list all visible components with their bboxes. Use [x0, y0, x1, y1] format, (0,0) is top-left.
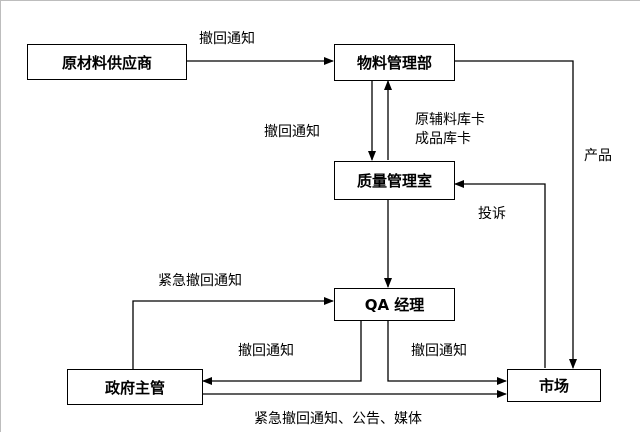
arrow-material-to-market: [455, 60, 577, 369]
node-government: 政府主管: [67, 369, 203, 405]
node-qa-manager: QA 经理: [334, 288, 455, 321]
label-product: 产品: [584, 148, 612, 164]
node-market: 市场: [507, 369, 601, 402]
label-gov-to-market: 紧急撤回通知、公告、媒体: [254, 411, 422, 427]
label-inventory-line2: 成品库卡: [415, 131, 471, 147]
label-inventory-line1: 原辅料库卡: [415, 112, 485, 128]
node-quality-room: 质量管理室: [334, 161, 455, 200]
arrow-market-to-quality: [454, 180, 546, 368]
label-emergency-recall: 紧急撤回通知: [158, 273, 242, 289]
node-material-dept: 物料管理部: [334, 44, 455, 81]
node-supplier: 原材料供应商: [27, 44, 187, 80]
label-quality-recall: 撤回通知: [264, 124, 320, 140]
arrow-qa-to-gov: [202, 321, 362, 385]
label-qa-to-market-recall: 撤回通知: [411, 343, 467, 359]
label-complaint: 投诉: [478, 206, 506, 222]
label-supplier-recall: 撤回通知: [199, 31, 255, 47]
label-qa-to-gov-recall: 撤回通知: [238, 343, 294, 359]
arrow-qa-to-market: [387, 321, 507, 385]
arrow-gov-to-qa: [132, 297, 334, 369]
